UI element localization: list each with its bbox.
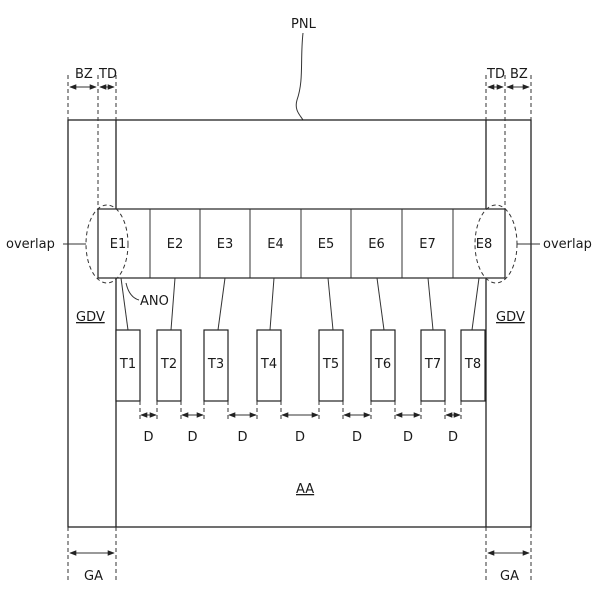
transition-label-right: TD <box>486 67 505 82</box>
spacing-label: D <box>237 430 247 445</box>
transistor-label: T8 <box>464 357 481 372</box>
spacing-label: D <box>403 430 413 445</box>
bezel-label-left: BZ <box>75 67 93 82</box>
transistor-label: T5 <box>322 357 339 372</box>
electrode-label: E5 <box>318 237 335 252</box>
transition-label-left: TD <box>98 67 117 82</box>
spacing-label: D <box>187 430 197 445</box>
panel-outline <box>68 120 531 527</box>
spacing-label: D <box>352 430 362 445</box>
connection-line <box>428 278 433 330</box>
electrode-label: E3 <box>217 237 234 252</box>
spacing-label: D <box>448 430 458 445</box>
electrode-label: E2 <box>167 237 184 252</box>
spacing-label: D <box>143 430 153 445</box>
connection-line <box>328 278 333 330</box>
spacing-group: DDDDDDD <box>140 401 461 445</box>
electrode-label: E6 <box>368 237 385 252</box>
connection-line <box>171 278 175 330</box>
connection-line <box>270 278 274 330</box>
bezel-label-right: BZ <box>510 67 528 82</box>
gate-area-label-left: GA <box>84 569 103 584</box>
gate-driver-label-right: GDV <box>496 310 525 325</box>
electrode-label: E7 <box>419 237 436 252</box>
anode-label: ANO <box>140 294 169 309</box>
transistor-label: T3 <box>207 357 224 372</box>
spacing-label: D <box>295 430 305 445</box>
gate-area-label-right: GA <box>500 569 519 584</box>
transistor-label: T6 <box>374 357 391 372</box>
connection-line <box>377 278 384 330</box>
electrode-label: E4 <box>267 237 284 252</box>
overlap-label-right: overlap <box>543 237 592 252</box>
electrode-label: E8 <box>476 237 493 252</box>
gate-driver-label-left: GDV <box>76 310 105 325</box>
anode-leader-line <box>126 283 139 300</box>
connection-line <box>472 278 479 330</box>
connection-group <box>121 278 479 330</box>
panel-leader-line <box>296 33 303 120</box>
transistor-label: T2 <box>160 357 177 372</box>
panel-label: PNL <box>291 17 317 32</box>
transistor-group: T1 T2 T3 T4 T5 T6 T7 T8 <box>116 330 485 401</box>
electrode-label: E1 <box>110 237 127 252</box>
transistor-label: T4 <box>260 357 277 372</box>
transistor-label: T1 <box>119 357 136 372</box>
active-area-label: AA <box>296 482 314 497</box>
transistor-label: T7 <box>424 357 441 372</box>
overlap-label-left: overlap <box>6 237 55 252</box>
connection-line <box>218 278 225 330</box>
